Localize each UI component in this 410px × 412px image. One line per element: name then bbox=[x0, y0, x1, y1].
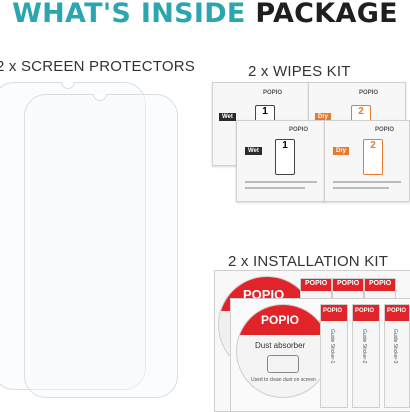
brand-logo: POPIO bbox=[387, 308, 407, 314]
phone-icon: 1 bbox=[275, 139, 295, 175]
brand-logo: POPIO bbox=[261, 313, 300, 327]
red-tab bbox=[365, 279, 395, 291]
title-part-2: PACKAGE bbox=[255, 0, 398, 29]
guide-sticker-2: POPIO Guide Sticker-2 bbox=[352, 304, 380, 408]
step-number: 1 bbox=[282, 140, 288, 151]
red-tab bbox=[237, 305, 329, 335]
title-part-1: WHAT'S INSIDE bbox=[12, 0, 246, 29]
guide-label: Guide Sticker-2 bbox=[361, 329, 367, 364]
dry-tag: Dry bbox=[333, 147, 350, 155]
step-number: 1 bbox=[262, 106, 268, 117]
wet-wipe-front: POPIO Wet 1 bbox=[236, 120, 326, 202]
wet-tag: Wet bbox=[219, 113, 236, 121]
wet-tag: Wet bbox=[245, 147, 262, 155]
divider-line bbox=[333, 181, 401, 183]
brand-logo: POPIO bbox=[305, 280, 328, 287]
step-number: 2 bbox=[370, 140, 376, 151]
absorber-label: Dust absorber bbox=[255, 341, 306, 350]
guide-sticker-1: POPIO Guide Sticker-1 bbox=[320, 304, 348, 408]
guide-sticker-3: POPIO Guide Sticker-3 bbox=[384, 304, 410, 408]
guide-label: Guide Sticker-1 bbox=[329, 329, 335, 364]
phone-icon: 2 bbox=[363, 139, 383, 175]
brand-logo: POPIO bbox=[359, 90, 379, 96]
absorber-instruction: Used to clean dust on screen bbox=[251, 377, 316, 383]
brand-logo: POPIO bbox=[263, 90, 283, 96]
brand-logo: POPIO bbox=[337, 280, 360, 287]
brand-logo: POPIO bbox=[289, 127, 309, 133]
guide-label: Guide Sticker-3 bbox=[392, 329, 398, 364]
dry-wipe-front: POPIO Dry 2 bbox=[324, 120, 410, 202]
red-tab bbox=[385, 305, 409, 321]
notch-shape bbox=[61, 82, 75, 89]
divider-line bbox=[333, 187, 389, 189]
wipes-heading: 2 x WIPES KIT bbox=[248, 63, 351, 80]
red-tab bbox=[353, 305, 379, 321]
red-tab bbox=[301, 279, 331, 291]
notch-shape bbox=[93, 94, 107, 101]
hand-icon bbox=[267, 355, 299, 373]
divider-line bbox=[245, 187, 305, 189]
divider-line bbox=[245, 181, 317, 183]
protectors-heading: 2 x SCREEN PROTECTORS bbox=[0, 58, 195, 75]
red-tab bbox=[321, 305, 347, 321]
dust-absorber-front: POPIO Dust absorber Used to clean dust o… bbox=[236, 304, 330, 398]
dry-tag: Dry bbox=[315, 113, 332, 121]
step-number: 2 bbox=[358, 106, 364, 117]
brand-logo: POPIO bbox=[375, 127, 395, 133]
install-heading: 2 x INSTALLATION KIT bbox=[228, 253, 389, 270]
brand-logo: POPIO bbox=[323, 308, 343, 314]
red-tab bbox=[333, 279, 363, 291]
page-title: WHAT'S INSIDE PACKAGE bbox=[0, 0, 410, 29]
brand-logo: POPIO bbox=[355, 308, 375, 314]
brand-logo: POPIO bbox=[369, 280, 392, 287]
screen-protector-front bbox=[24, 94, 178, 398]
